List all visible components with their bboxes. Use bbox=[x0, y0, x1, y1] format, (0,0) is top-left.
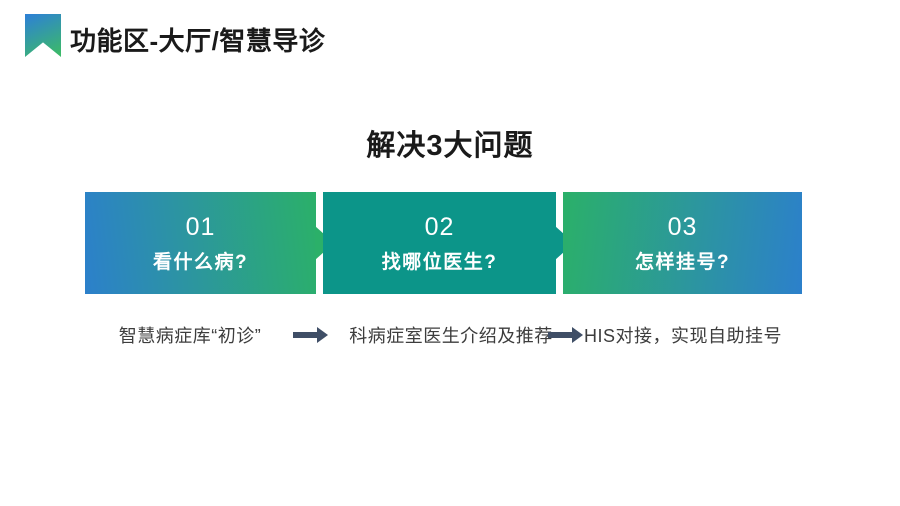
step-number: 02 bbox=[424, 212, 455, 241]
slide-title: 功能区-大厅/智慧导诊 bbox=[70, 26, 326, 56]
step-number: 03 bbox=[667, 212, 698, 241]
step-box-1: 01 看什么病? bbox=[85, 192, 316, 294]
step-number: 01 bbox=[185, 212, 216, 241]
step-box-3: 03 怎样挂号? bbox=[563, 192, 802, 294]
step-question: 怎样挂号? bbox=[634, 251, 731, 273]
step-question: 看什么病? bbox=[152, 251, 249, 273]
arrow-right-icon bbox=[293, 327, 328, 343]
step-note-3: HIS对接，实现自助挂号 bbox=[583, 326, 783, 346]
step-box-2: 02 找哪位医生? bbox=[323, 192, 556, 294]
bookmark-icon bbox=[25, 14, 61, 57]
step-question: 找哪位医生? bbox=[381, 251, 498, 273]
step-note-2: 科病症室医生介绍及推荐 bbox=[349, 326, 553, 346]
step-note-1: 智慧病症库“初诊” bbox=[118, 326, 262, 346]
section-heading: 解决3大问题 bbox=[366, 130, 534, 162]
arrow-right-icon bbox=[548, 327, 583, 343]
